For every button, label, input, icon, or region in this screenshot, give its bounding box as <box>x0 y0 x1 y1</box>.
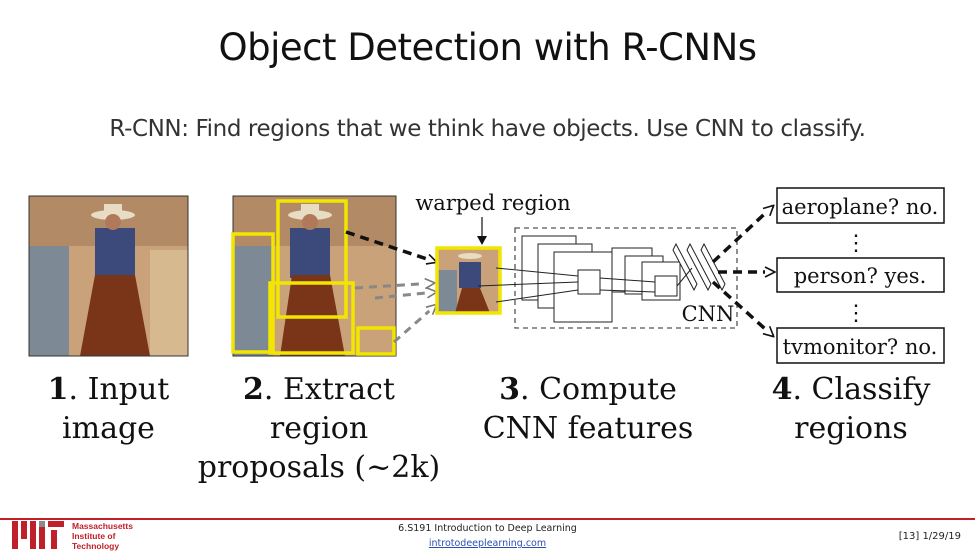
step-line1: . Extract region <box>263 372 395 446</box>
proposal-box <box>231 232 275 354</box>
output-label: tvmonitor? no. <box>783 335 938 359</box>
step-line2: regions <box>794 411 908 446</box>
page-title: Object Detection with R-CNNs <box>218 26 757 69</box>
step-line2: proposals (~2k) <box>197 450 441 485</box>
step-number: 2 <box>243 372 264 407</box>
output-person: person? yes. <box>776 257 945 293</box>
output-label: aeroplane? no. <box>782 195 939 219</box>
step-line2: CNN features <box>482 411 694 446</box>
step-number: 1 <box>47 372 69 407</box>
mit-wordmark: Massachusetts Institute of Technology <box>72 521 133 551</box>
step-line1: . Compute <box>520 372 677 407</box>
step-input-image: 1. Input image <box>29 370 188 448</box>
step-extract-proposals: 2. Extract region proposals (~2k) <box>196 370 442 487</box>
step-compute-features: 3. Compute CNN features <box>470 370 706 448</box>
step-number: 3 <box>499 372 520 407</box>
cnn-label: CNN <box>682 302 735 326</box>
ellipsis: ⋮ <box>845 301 867 326</box>
org-line: Massachusetts <box>72 521 133 531</box>
input-image <box>28 195 189 357</box>
cnn-block <box>477 227 738 329</box>
proposal-box <box>268 281 355 355</box>
proposal-box <box>276 199 348 319</box>
page-number: [13] 1/29/19 <box>898 531 961 542</box>
proposal-arrows <box>345 230 436 344</box>
step-classify: 4. Classify regions <box>752 370 950 448</box>
step-line1: . Input <box>68 372 170 407</box>
mit-logo-icon <box>12 521 64 549</box>
course-link[interactable]: introtodeeplearning.com <box>428 538 547 549</box>
slide-subtitle: R-CNN: Find regions that we think have o… <box>109 116 866 142</box>
footer-divider <box>0 518 975 520</box>
proposal-image <box>232 195 397 357</box>
warped-region-image <box>435 246 502 315</box>
ellipsis: ⋮ <box>845 231 867 256</box>
step-line2: image <box>62 411 155 446</box>
output-label: person? yes. <box>794 264 927 288</box>
warped-region-label: warped region <box>415 191 570 215</box>
region-proposal-boxes <box>231 199 396 356</box>
course-title: 6.S191 Introduction to Deep Learning <box>398 523 577 534</box>
step-line1: . Classify <box>792 372 931 407</box>
step-number: 4 <box>771 372 793 407</box>
org-line: Institute of <box>72 531 116 541</box>
output-tvmonitor: tvmonitor? no. <box>776 327 945 364</box>
classification-arrows <box>711 206 774 336</box>
org-line: Technology <box>72 541 120 551</box>
output-aeroplane: aeroplane? no. <box>776 187 945 224</box>
